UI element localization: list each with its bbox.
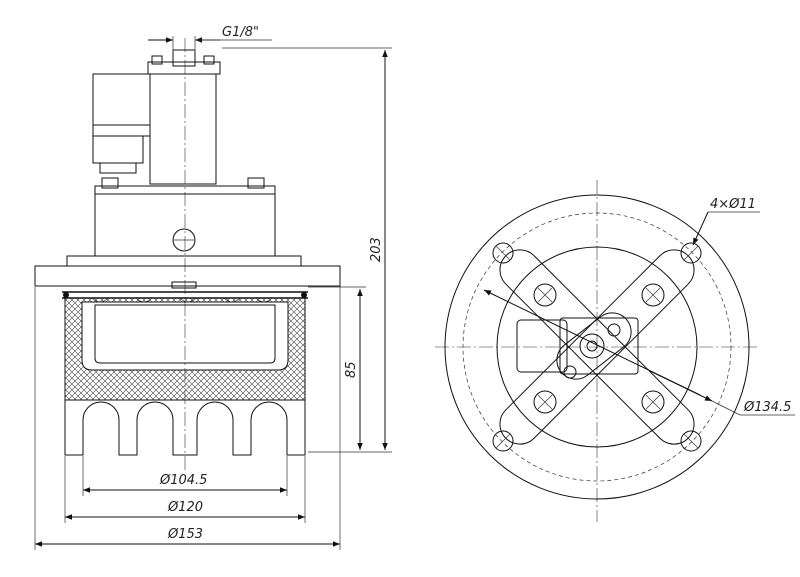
top-view: 4×Ø11 Ø134.5 (435, 180, 795, 522)
thread-dimension-label: G1/8" (222, 25, 259, 40)
dia-inner-label: Ø104.5 (159, 473, 207, 488)
dia-mid-label: Ø120 (167, 500, 203, 515)
bolt-circle-label: Ø134.5 (743, 400, 791, 415)
side-view: G1/8" 203 85 Ø104.5 Ø120 Ø153 (34, 25, 392, 550)
dia-outer-label: Ø153 (167, 527, 203, 542)
holes-label: 4×Ø11 (710, 197, 756, 212)
sleeve-height-label: 85 (344, 361, 359, 378)
total-height-label: 203 (369, 237, 384, 262)
